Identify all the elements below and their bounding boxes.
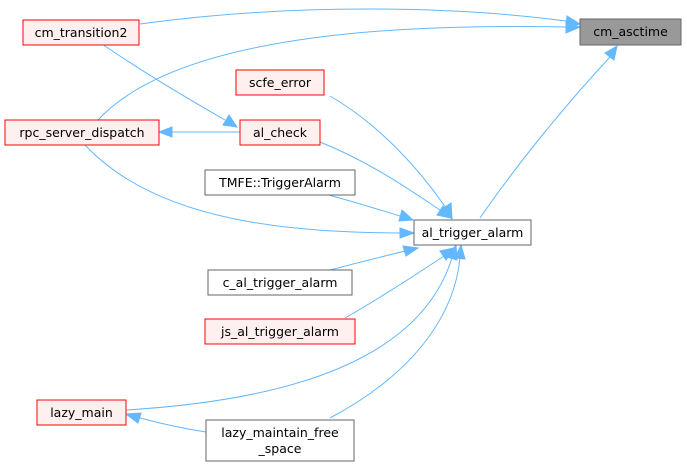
edge-tmfe-triggeralarm-to-al-trigger-alarm — [324, 193, 415, 222]
node-c-al-trigger-alarm-label: c_al_trigger_alarm — [223, 275, 338, 290]
node-lazy-maintain-free-space-label-line2: _space — [258, 441, 302, 456]
node-cm-asctime-label: cm_asctime — [593, 24, 668, 39]
node-lazy-maintain-free-space[interactable]: lazy_maintain_free _space — [205, 419, 355, 462]
edge-cm-transition2-to-cm-asctime — [139, 8, 582, 28]
node-cm-transition2-label: cm_transition2 — [35, 25, 128, 40]
node-rpc-server-dispatch[interactable]: rpc_server_dispatch — [4, 119, 160, 146]
node-scfe-error[interactable]: scfe_error — [235, 69, 325, 96]
node-al-trigger-alarm-label: al_trigger_alarm — [422, 225, 524, 240]
node-js-al-trigger-alarm-label: js_al_trigger_alarm — [220, 324, 339, 339]
node-cm-transition2[interactable]: cm_transition2 — [22, 19, 140, 46]
edge-c-al-trigger-alarm-to-al-trigger-alarm — [329, 245, 420, 271]
node-tmfe-triggeralarm-label: TMFE::TriggerAlarm — [218, 175, 341, 190]
node-cm-asctime[interactable]: cm_asctime — [579, 18, 682, 46]
node-al-check[interactable]: al_check — [239, 119, 321, 146]
node-al-check-label: al_check — [253, 125, 308, 140]
edge-al-check-to-al-trigger-alarm — [319, 141, 453, 219]
node-al-trigger-alarm[interactable]: al_trigger_alarm — [413, 219, 532, 246]
node-lazy-maintain-free-space-label-line1: lazy_maintain_free — [221, 425, 339, 440]
node-js-al-trigger-alarm[interactable]: js_al_trigger_alarm — [204, 318, 356, 345]
edge-cm-transition2-to-al-check — [101, 43, 239, 128]
edges — [84, 8, 618, 433]
node-lazy-main-label: lazy_main — [50, 405, 113, 420]
node-lazy-main[interactable]: lazy_main — [36, 399, 127, 426]
node-rpc-server-dispatch-label: rpc_server_dispatch — [19, 125, 144, 140]
edge-lazy-main-to-al-trigger-alarm — [125, 243, 458, 411]
node-scfe-error-label: scfe_error — [249, 75, 312, 90]
edge-al-check-to-rpc-server-dispatch — [157, 126, 240, 138]
edge-rpc-server-dispatch-to-al-trigger-alarm — [84, 144, 416, 239]
edge-rpc-server-dispatch-to-cm-asctime — [96, 21, 582, 122]
node-c-al-trigger-alarm[interactable]: c_al_trigger_alarm — [207, 269, 353, 296]
edge-al-trigger-alarm-to-cm-asctime — [479, 44, 618, 219]
edge-lazy-maintain-free-space-to-al-trigger-alarm — [329, 243, 466, 419]
node-tmfe-triggeralarm[interactable]: TMFE::TriggerAlarm — [204, 169, 356, 196]
edge-js-al-trigger-alarm-to-al-trigger-alarm — [344, 247, 456, 319]
edge-lazy-maintain-free-space-to-lazy-main — [124, 412, 207, 433]
